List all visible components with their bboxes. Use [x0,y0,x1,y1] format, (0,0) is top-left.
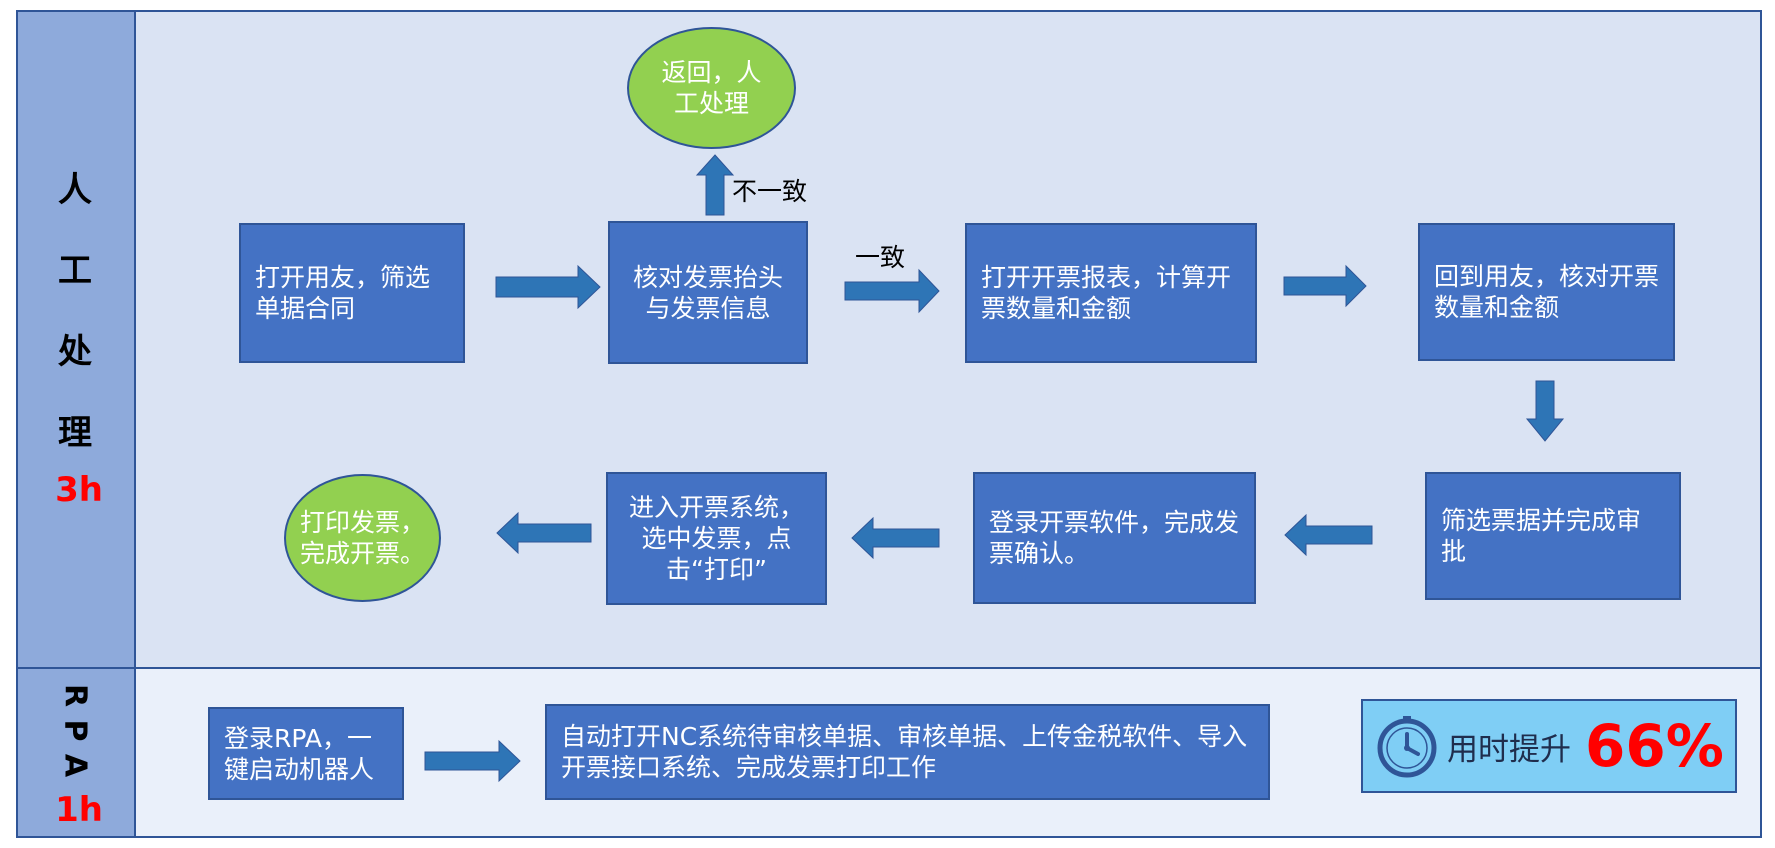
mismatch-label: 不一致 [732,177,808,206]
arrow-left [851,516,940,560]
clock-icon [1377,716,1437,778]
manual-lane-char: 处 [58,332,92,372]
arrow-right [1283,264,1367,308]
manual-lane-label [16,10,136,668]
improvement-text: 用时提升 [1447,731,1571,768]
arrow-down [1525,380,1565,442]
lane-divider [16,667,1762,669]
rpa-step-login: 登录RPA，一键启动机器人 [208,707,404,800]
manual-lane-hours: 3h [55,470,103,510]
rpa-lane-hours: 1h [55,790,103,830]
step-login-invoice-software: 登录开票软件，完成发票确认。 [973,472,1256,604]
step-back-to-yonyou: 回到用友，核对开票数量和金额 [1418,223,1675,361]
step-open-yonyou: 打开用友，筛选单据合同 [239,223,465,363]
match-label: 一致 [855,243,906,272]
arrow-right [424,739,521,783]
improvement-value: 66% [1585,712,1724,780]
manual-lane-char: 工 [58,251,92,291]
manual-lane-char: 人 [58,170,92,210]
arrow-up [695,154,735,216]
step-open-report: 打开开票报表，计算开票数量和金额 [965,223,1257,363]
diagram-frame [16,10,1762,838]
step-filter-approve: 筛选票据并完成审批 [1425,472,1681,600]
rpa-lane-label [16,668,136,838]
arrow-left [1284,513,1373,557]
arrow-right [844,268,940,314]
arrow-right [495,264,601,310]
manual-lane-char: 理 [58,413,92,453]
rpa-step-automation: 自动打开NC系统待审核单据、审核单据、上传金税软件、导入开票接口系统、完成发票打… [545,704,1270,800]
improvement-badge: 用时提升 66% [1361,699,1737,793]
step-verify-invoice: 核对发票抬头与发票信息 [608,221,808,364]
return-terminal: 返回，人工处理 [627,27,796,149]
end-terminal: 打印发票，完成开票。 [284,474,441,602]
step-enter-invoice-system: 进入开票系统，选中发票，点击“打印” [606,472,827,605]
arrow-left [496,511,592,555]
